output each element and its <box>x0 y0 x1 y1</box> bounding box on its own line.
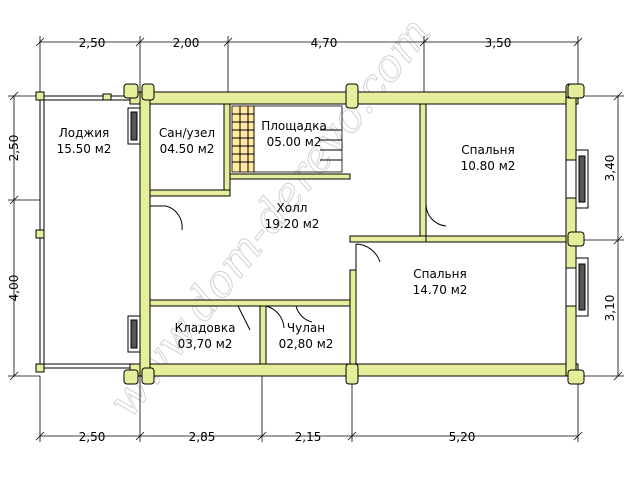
bedroom2-name: Спальня <box>413 267 466 281</box>
bathroom-area: 04.50 м2 <box>160 142 215 156</box>
dim-left-2: 4,00 <box>7 275 21 302</box>
bedroom1-area: 10.80 м2 <box>461 159 516 173</box>
bedroom1-name: Спальня <box>461 143 514 157</box>
windows <box>127 107 589 353</box>
dimension-labels: 2,50 2,00 4,70 3,50 2,50 2,85 2,15 5,20 … <box>7 36 617 444</box>
closet-name: Чулан <box>287 321 325 335</box>
dim-top-3: 4,70 <box>311 36 338 50</box>
dimension-lines <box>8 36 624 442</box>
dim-left-1: 2,50 <box>7 135 21 162</box>
doors <box>150 203 447 331</box>
closet-area: 02,80 м2 <box>279 337 334 351</box>
dim-top-4: 3,50 <box>485 36 512 50</box>
room-labels: Лоджия 15.50 м2 Сан/узел 04.50 м2 Площад… <box>57 119 516 351</box>
landing-name: Площадка <box>261 119 327 133</box>
loggia-area: 15.50 м2 <box>57 142 112 156</box>
bedroom2-area: 14.70 м2 <box>413 283 468 297</box>
dim-top-2: 2,00 <box>173 36 200 50</box>
dim-right-1: 3,40 <box>603 155 617 182</box>
dim-bottom-4: 5,20 <box>449 430 476 444</box>
hall-name: Холл <box>277 201 308 215</box>
walls <box>123 83 585 385</box>
loggia-name: Лоджия <box>59 126 110 140</box>
landing-area: 05.00 м2 <box>267 135 322 149</box>
dim-right-2: 3,10 <box>603 295 617 322</box>
dim-bottom-1: 2,50 <box>79 430 106 444</box>
staircase <box>231 105 343 173</box>
dim-bottom-2: 2,85 <box>189 430 216 444</box>
dim-top-1: 2,50 <box>79 36 106 50</box>
storage-area: 03,70 м2 <box>178 337 233 351</box>
bathroom-name: Сан/узел <box>159 126 215 140</box>
dim-bottom-3: 2,15 <box>295 430 322 444</box>
storage-name: Кладовка <box>175 321 236 335</box>
hall-area: 19.20 м2 <box>265 217 320 231</box>
